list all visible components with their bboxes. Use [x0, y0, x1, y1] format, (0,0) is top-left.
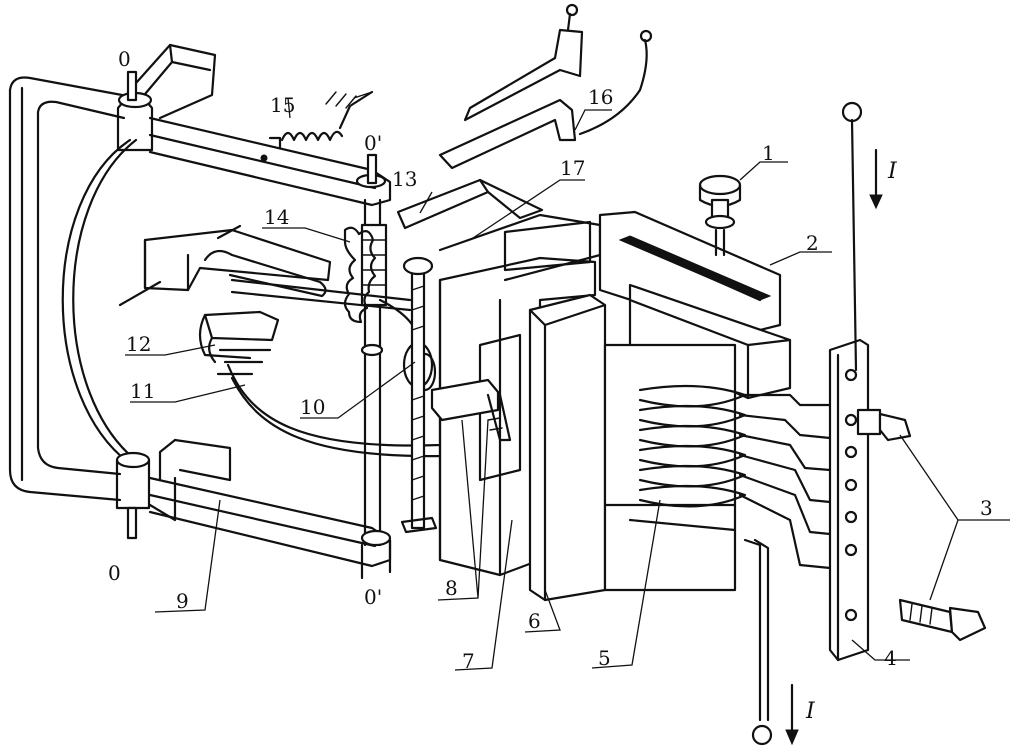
screw-3a	[856, 408, 912, 442]
tap-wires	[738, 393, 832, 746]
upper-arm	[116, 70, 392, 207]
label-9: 9	[176, 589, 189, 613]
part-labels: 1 2 3 4 5 6 7 8 9 10 11 12 13 14 15 16 1…	[108, 47, 993, 724]
label-1: 1	[762, 141, 775, 165]
label-8: 8	[445, 576, 458, 600]
center-shaft	[360, 198, 388, 547]
bracket-16	[438, 3, 653, 170]
label-3: 3	[980, 496, 993, 520]
arc-wire	[61, 138, 140, 467]
current-arrow-top	[869, 148, 883, 210]
current-arrow-bottom	[785, 683, 799, 746]
label-10: 10	[300, 395, 325, 419]
leader-lines	[125, 97, 1010, 671]
label-14: 14	[264, 205, 289, 229]
threaded-rod	[400, 256, 438, 534]
rod-bracket	[118, 224, 412, 312]
axis-label-top: 0	[118, 47, 131, 71]
screw-3b	[898, 598, 987, 642]
label-11: 11	[130, 379, 155, 403]
loop-10	[378, 298, 437, 392]
current-label-bottom: I	[805, 699, 816, 724]
spring-15	[280, 90, 374, 142]
current-label-top: I	[887, 159, 898, 184]
lower-arm	[115, 438, 392, 580]
axis-label-bottom: 0	[108, 561, 121, 585]
armature-2	[598, 210, 792, 400]
label-2: 2	[806, 231, 819, 255]
label-4: 4	[884, 646, 897, 670]
yoke-6	[528, 293, 607, 602]
plate-13	[396, 178, 544, 230]
label-17: 17	[560, 156, 585, 180]
pole-pieces-8	[430, 378, 512, 442]
axis-label-top-prime: 0'	[364, 131, 382, 155]
cam-14	[343, 226, 377, 324]
label-6: 6	[528, 609, 541, 633]
label-7: 7	[462, 649, 475, 673]
label-13: 13	[392, 167, 417, 191]
knob-1	[698, 174, 742, 257]
label-12: 12	[126, 332, 151, 356]
terminal-strip-4	[828, 101, 870, 662]
label-16: 16	[588, 85, 613, 109]
axis-label-bottom-prime: 0'	[364, 585, 382, 609]
clip-12	[198, 310, 280, 376]
outer-frame	[8, 76, 126, 502]
label-5: 5	[598, 646, 611, 670]
label-15: 15	[270, 93, 295, 117]
coil-5	[603, 343, 747, 592]
